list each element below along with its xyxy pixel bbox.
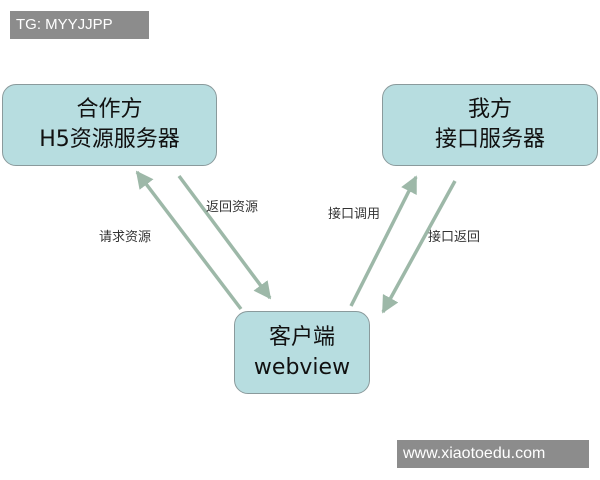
edge-label-interface-return: 接口返回	[428, 230, 481, 245]
edge-label-interface-call: 接口调用	[328, 207, 381, 222]
node-partner-subtitle: H5资源服务器	[39, 127, 180, 152]
arrow-interface-call	[349, 175, 418, 307]
arrow-request-resource	[135, 170, 243, 311]
edge-label-request-resource: 请求资源	[99, 230, 152, 245]
node-client-webview: 客户端 webview	[234, 311, 370, 394]
node-ours-subtitle: 接口服务器	[434, 127, 545, 152]
watermark-tg: TG: MYYJJPP	[10, 11, 149, 39]
arrow-return-resource	[177, 174, 272, 300]
arrow-interface-return	[381, 180, 457, 314]
node-partner-title: 合作方	[76, 97, 143, 122]
node-client-title: 客户端	[268, 324, 335, 350]
node-our-interface-server: 我方 接口服务器	[382, 84, 598, 166]
node-ours-title: 我方	[467, 97, 512, 122]
edge-label-return-resource: 返回资源	[206, 200, 259, 215]
watermark-site: www.xiaotoedu.com	[397, 440, 589, 468]
node-client-subtitle: webview	[253, 354, 351, 380]
node-partner-h5-server: 合作方 H5资源服务器	[2, 84, 217, 166]
